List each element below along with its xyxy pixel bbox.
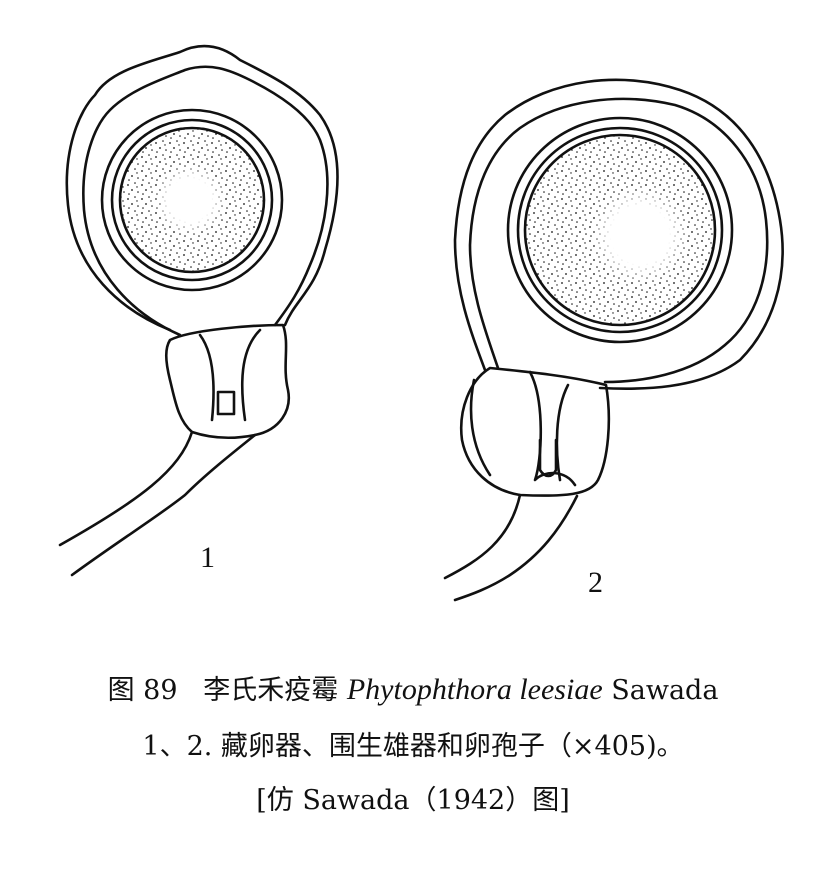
caption-source: [仿 Sawada（1942）图]: [256, 785, 570, 816]
figure-1-antheridium: [164, 323, 291, 440]
caption-description: 1、2. 藏卵器、围生雄器和卵孢子（×405)。: [142, 731, 684, 762]
figure-2-oogonium: [453, 78, 784, 391]
illustration: 1 2: [58, 44, 784, 602]
figure-1-hypha: [58, 430, 257, 577]
figure-number: 图 89: [107, 675, 178, 706]
caption-title: 图 89 李氏禾疫霉 Phytophthora leesiae Sawada: [0, 668, 826, 707]
figure-1-oogonium: [65, 44, 339, 337]
figure-2-antheridium: [459, 366, 611, 497]
authority: Sawada: [611, 675, 719, 706]
panel-label-2: 2: [588, 566, 603, 599]
panel-label-1: 1: [200, 541, 215, 574]
latin-name: Phytophthora leesiae: [346, 673, 603, 706]
chinese-name: 李氏禾疫霉: [203, 675, 339, 706]
figure-2-hypha: [443, 493, 579, 602]
